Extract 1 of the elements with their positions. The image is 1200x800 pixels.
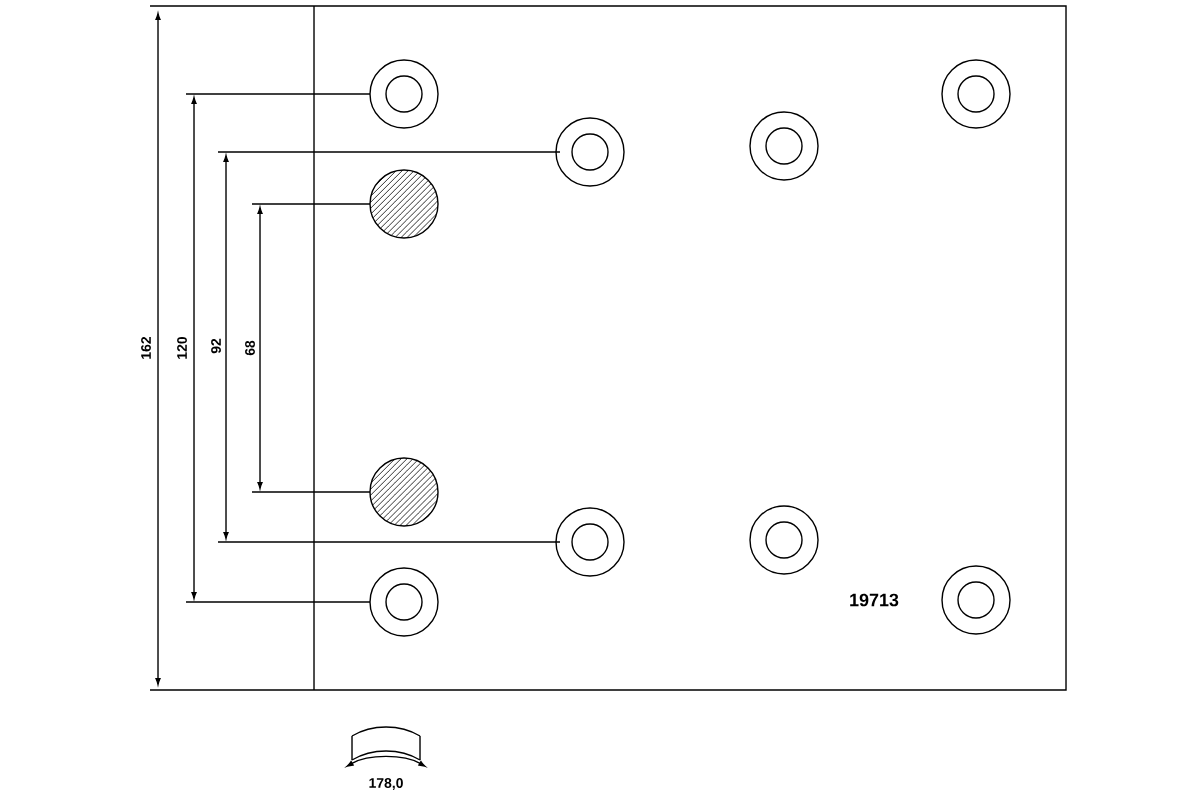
part-number: 19713 [850, 593, 899, 607]
